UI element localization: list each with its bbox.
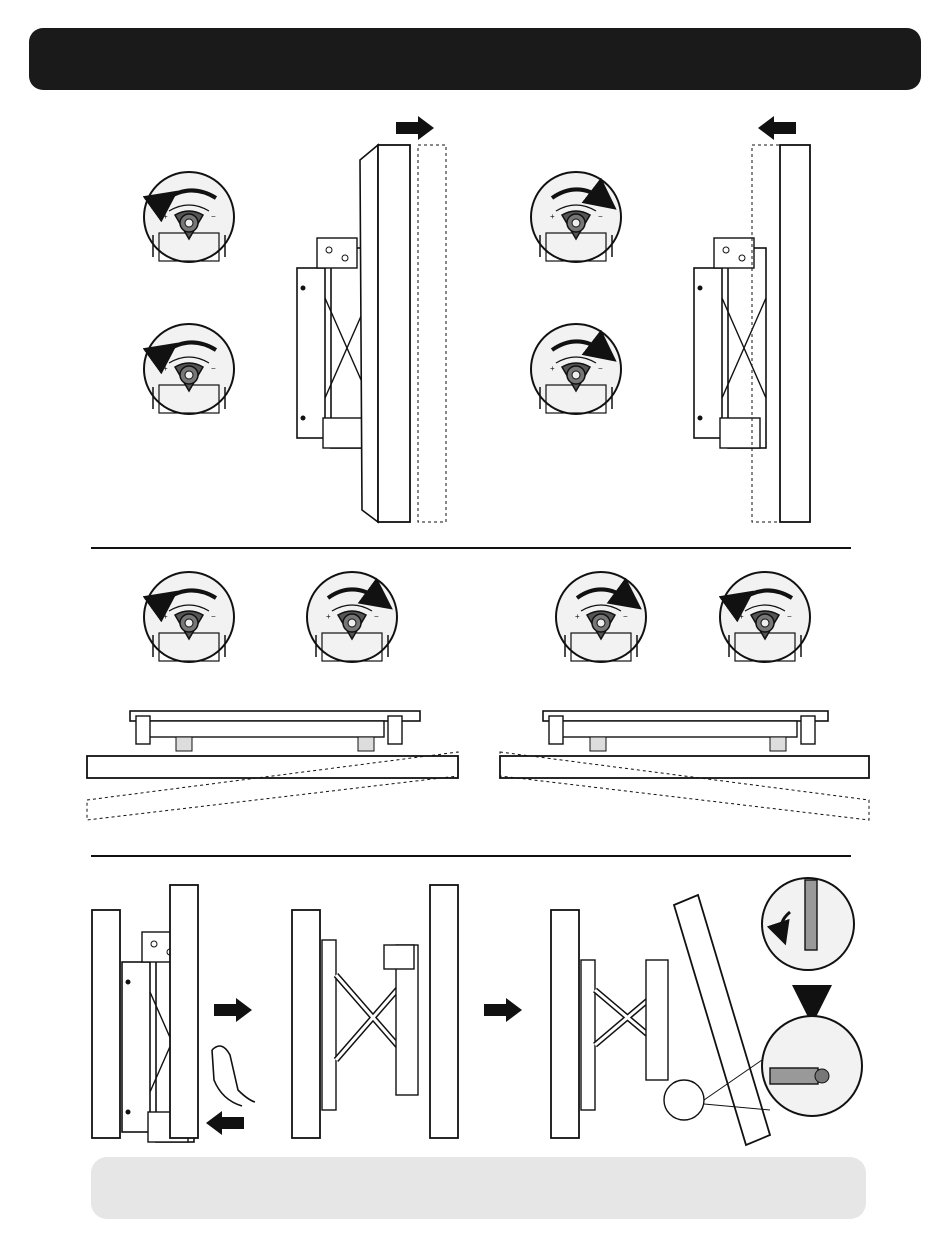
step-2b-rotate: [500, 572, 869, 820]
detail-latch-open: [762, 1016, 862, 1116]
wall: [551, 910, 579, 1138]
knob-icon: [144, 324, 234, 414]
arrow-icon: [484, 998, 522, 1022]
step-3a-push: [92, 885, 255, 1142]
tv-panel: [378, 145, 410, 522]
hand-icon: [212, 1046, 255, 1102]
tv-panel-ghost: [418, 145, 446, 522]
step-1a-depth-out: [144, 116, 446, 522]
wall-rail: [543, 711, 828, 721]
step-1b-depth-in: [531, 116, 810, 522]
arrow-icon: [396, 116, 434, 140]
wall-rail: [130, 711, 420, 721]
knob-icon: [144, 172, 234, 262]
tv-panel: [674, 895, 770, 1145]
knob-icon: [307, 572, 397, 662]
arrow-icon: [214, 998, 252, 1022]
knob-icon: [720, 572, 810, 662]
tv-panel: [170, 885, 198, 1138]
detail-callout-ring: [664, 1080, 704, 1120]
knob-icon: [531, 172, 621, 262]
knob-icon: [144, 572, 234, 662]
knob-icon: [531, 324, 621, 414]
step-2a-rotate: [87, 572, 458, 820]
wall: [292, 910, 320, 1138]
arrow-icon: [206, 1111, 244, 1135]
tv-panel: [87, 756, 458, 778]
step-3c-tilt-out: [551, 878, 862, 1145]
wall: [92, 910, 120, 1138]
step-3b-extended: [292, 885, 522, 1138]
arrow-icon: [758, 116, 796, 140]
mount-bracket: [297, 238, 369, 448]
mount-bracket: [694, 238, 766, 448]
knob-icon: [556, 572, 646, 662]
tv-panel: [780, 145, 810, 522]
tv-panel: [430, 885, 458, 1138]
